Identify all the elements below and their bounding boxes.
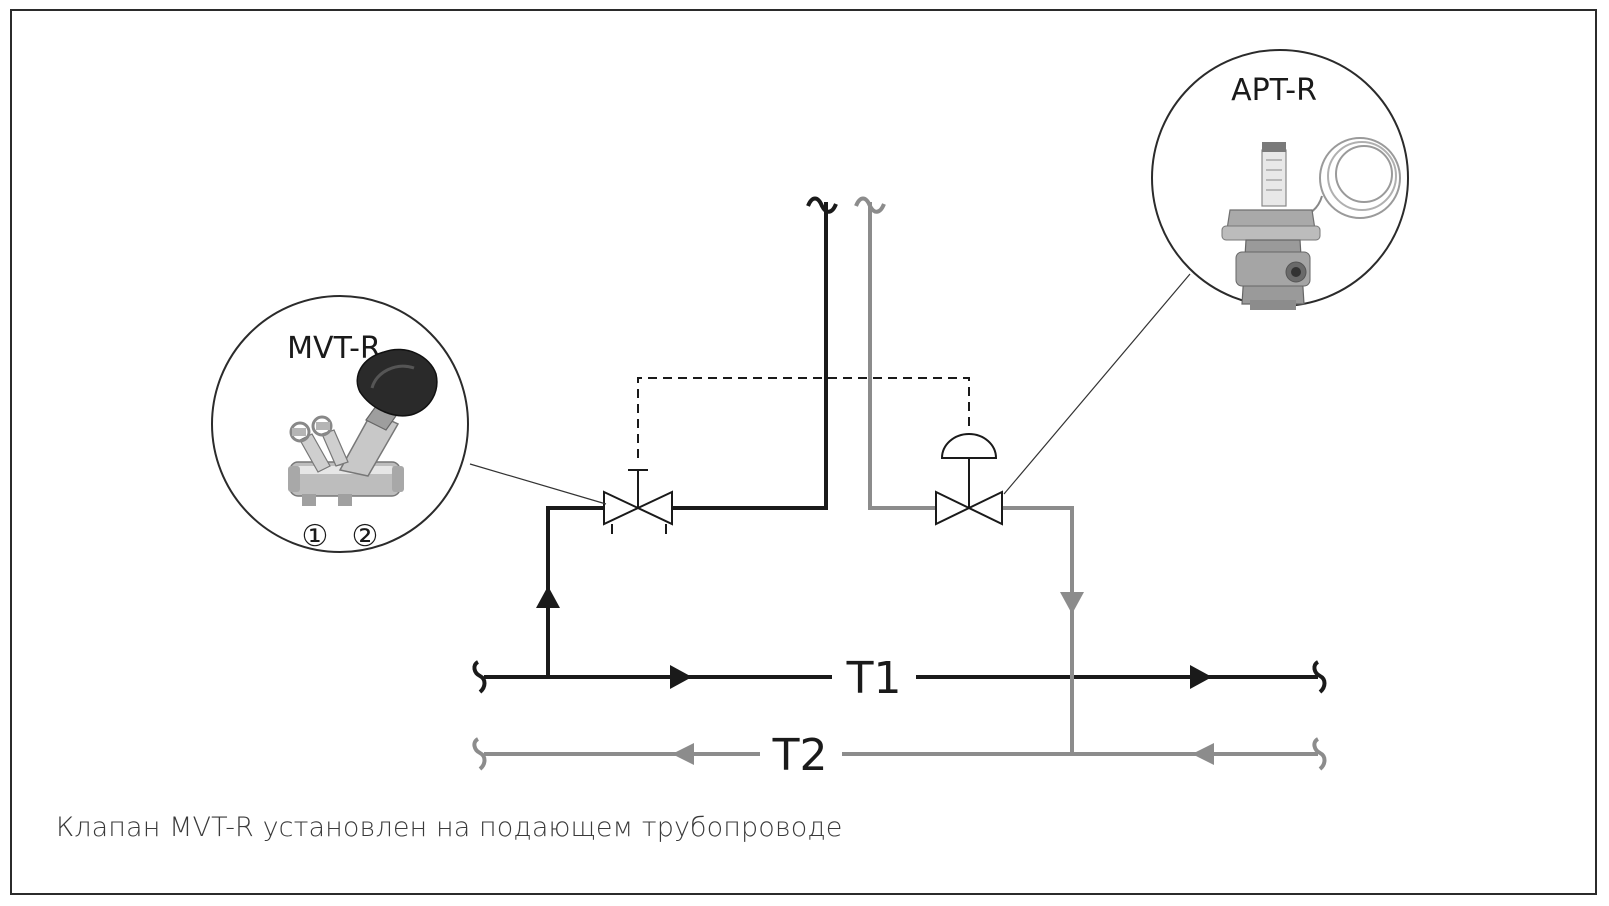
- mvt-r-port-1-label: ①: [302, 519, 329, 554]
- t2-label: T2: [772, 730, 828, 781]
- supply-branch-arrow-up: [536, 586, 560, 608]
- t2-flow-arrow-right: [1192, 743, 1214, 765]
- mvt-r-valve-picture: [288, 348, 438, 506]
- t1-flow-arrow-left: [670, 665, 692, 689]
- supply-branch: [546, 202, 828, 677]
- mvt-r-label: MVT-R: [287, 331, 381, 366]
- t1-left-break: [472, 660, 487, 694]
- t2-left-break: [472, 737, 487, 771]
- return-branch-arrow-down: [1060, 592, 1084, 614]
- return-branch: [868, 202, 1074, 754]
- supply-riser-break: [806, 196, 838, 214]
- t2-flow-arrow-left: [672, 743, 694, 765]
- t2-right-break: [1312, 737, 1327, 771]
- t1-right-break: [1312, 660, 1327, 694]
- mvt-r-leader-line: [469, 463, 607, 505]
- figure-caption: Клапан MVT-R установлен на подающем труб…: [56, 812, 843, 843]
- impulse-line-dashed: [637, 377, 970, 458]
- t1-supply-main: [472, 660, 1327, 694]
- mvt-r-port-2-label: ②: [352, 519, 379, 554]
- t2-return-main: [472, 737, 1327, 771]
- apt-r-label: APT-R: [1231, 73, 1317, 108]
- t1-flow-arrow-right: [1190, 665, 1212, 689]
- t1-label: T1: [846, 653, 902, 704]
- apt-r-valve-symbol: [935, 433, 1003, 526]
- apt-r-valve-picture: [1221, 137, 1401, 310]
- mvt-r-valve-symbol: [603, 469, 673, 534]
- return-riser-break: [854, 196, 886, 214]
- apt-r-leader-line: [1003, 273, 1191, 495]
